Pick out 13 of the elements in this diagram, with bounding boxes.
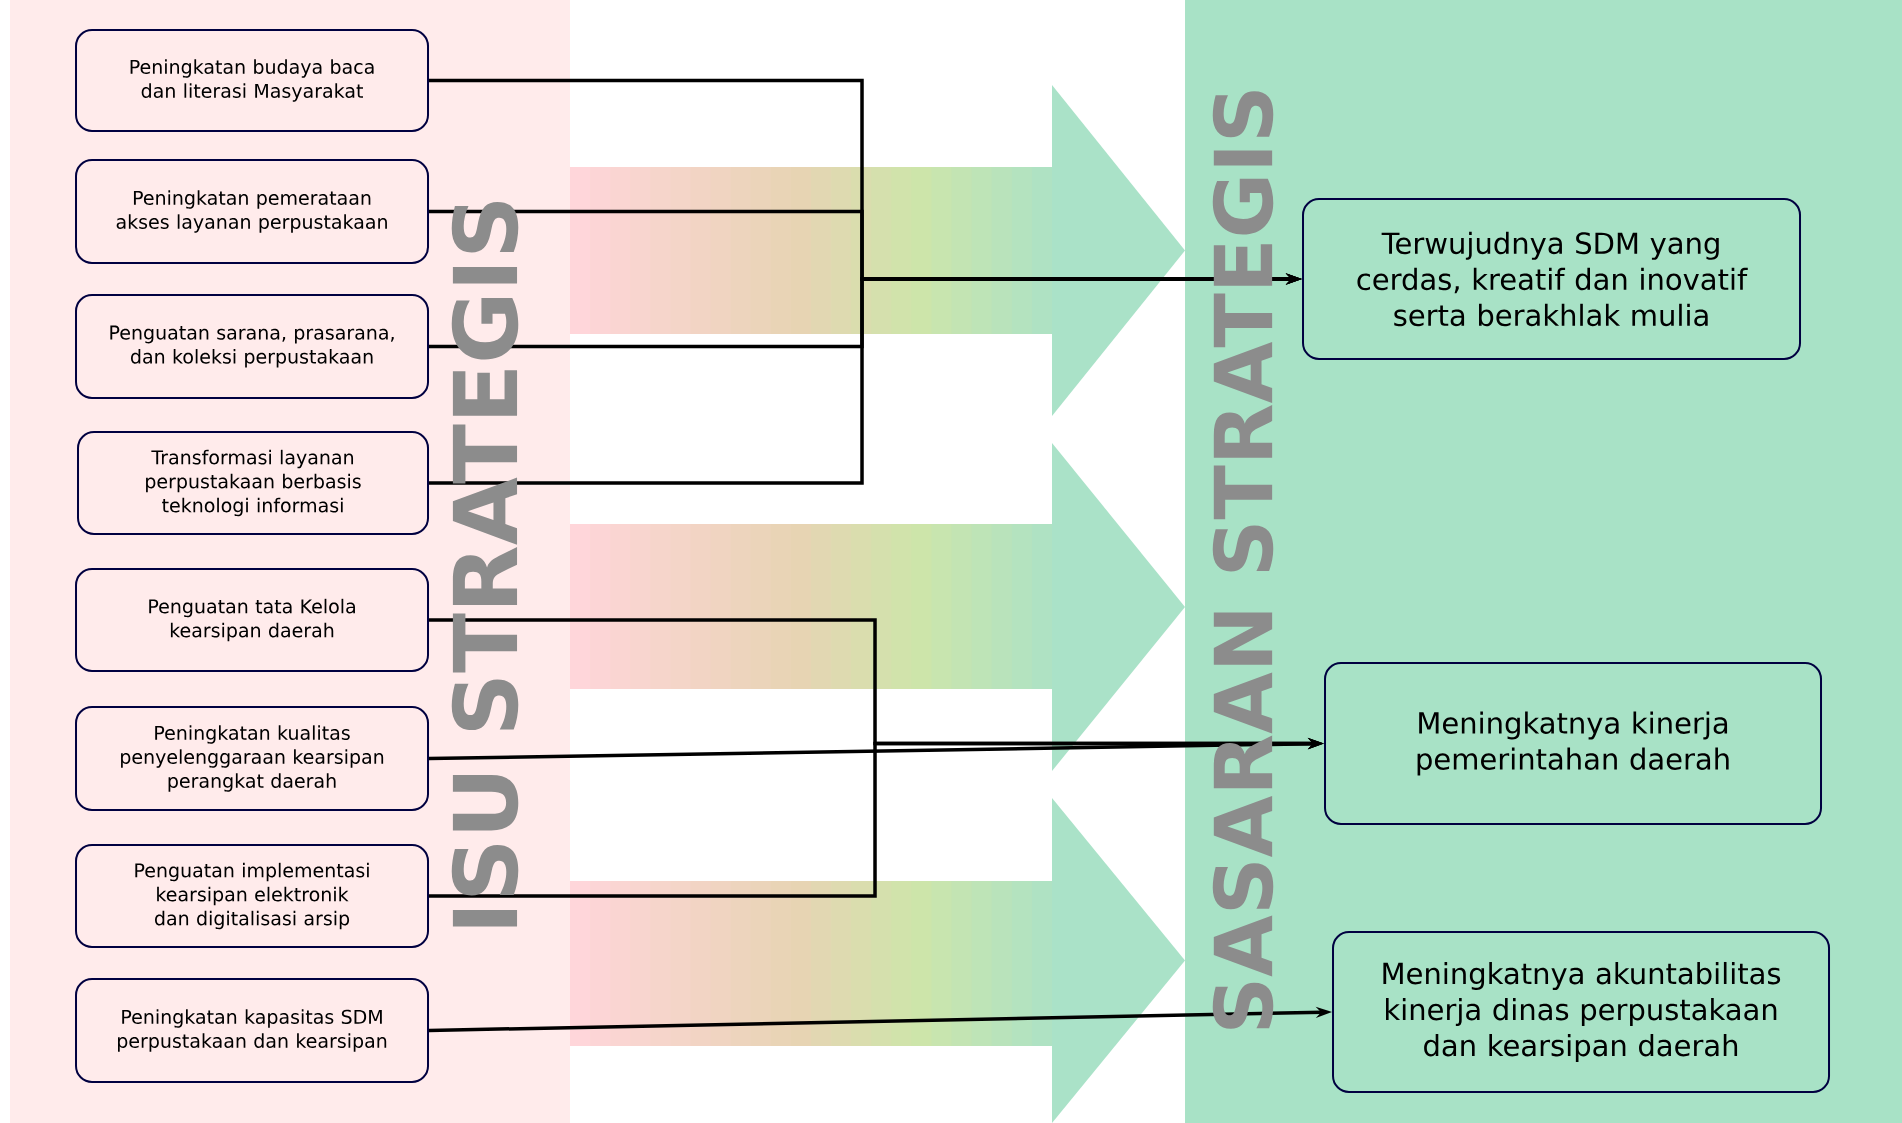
goal-box: Meningkatnya akuntabilitas kinerja dinas perpustakaan dan kearsipan daerah <box>1332 931 1830 1093</box>
vertical-title: ISU STRATEGIS <box>451 201 519 927</box>
vertical-title: SASARAN STRATEGIS <box>1212 91 1274 1029</box>
issue-box: Penguatan sarana, prasarana, dan koleksi perpustakaan <box>75 294 429 399</box>
issue-box: Penguatan tata Kelola kearsipan daerah <box>75 568 429 672</box>
issue-box: Transformasi layanan perpustakaan berbasis teknologi informasi <box>77 431 429 535</box>
issue-box: Peningkatan pemerataan akses layanan perpustakaan <box>75 159 429 264</box>
issue-box: Penguatan implementasi kearsipan elektronik dan digitalisasi arsip <box>75 844 429 948</box>
goal-box: Terwujudnya SDM yang cerdas, kreatif dan inovatif serta berakhlak mulia <box>1302 198 1801 360</box>
issue-box: Peningkatan kualitas penyelenggaraan kearsipan perangkat daerah <box>75 706 429 811</box>
issue-box: Peningkatan budaya baca dan literasi Masyarakat <box>75 29 429 132</box>
issue-box: Peningkatan kapasitas SDM perpustakaan dan kearsipan <box>75 978 429 1083</box>
goal-box: Meningkatnya kinerja pemerintahan daerah <box>1324 662 1822 825</box>
